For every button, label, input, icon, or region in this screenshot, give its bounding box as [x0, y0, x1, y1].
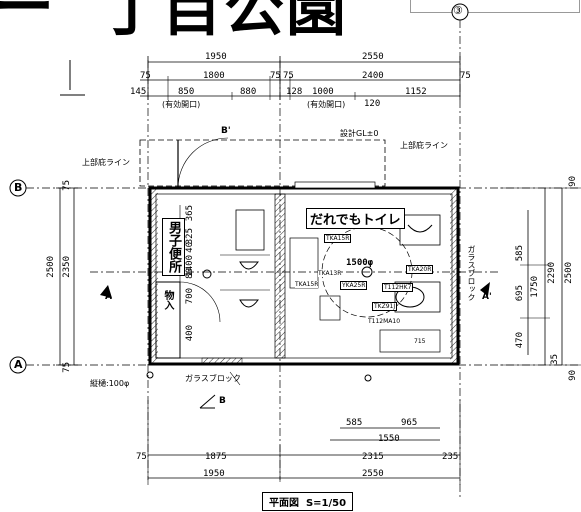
dim-left-365: 365 — [185, 205, 195, 222]
grid-axis-b-label: B — [14, 181, 23, 194]
grid-axis-3-label: ③ — [453, 4, 463, 17]
drain-label: 縦樋:100φ — [90, 379, 130, 388]
storage-label: 物入 — [162, 290, 173, 310]
dim-top-75a: 75 — [140, 71, 151, 81]
dim-top-1800: 1800 — [203, 71, 225, 81]
dim-top-128: 128 — [286, 87, 303, 97]
dim-bot-1875: 1875 — [205, 452, 227, 462]
fixture-f8: T112MA10 — [368, 318, 401, 325]
opening-left: (有効開口) — [162, 100, 201, 109]
fixture-f9: 715 — [414, 338, 426, 345]
plan-title: 平面図 S=1/50 — [262, 492, 354, 511]
everyone-toilet-label: だれでもトイレ — [306, 208, 405, 229]
dim-left-700: 700 — [185, 288, 195, 305]
section-arrow-a2 — [480, 282, 490, 296]
mens-toilet-label: 男子便所 — [162, 218, 185, 276]
title-box-corner — [410, 0, 580, 13]
dim-right-470: 470 — [515, 332, 525, 349]
dim-right-2500: 2500 — [564, 262, 574, 284]
dim-left-75bot: 75 — [62, 362, 72, 373]
a-mark-left: A — [105, 292, 112, 302]
dim-top-1950: 1950 — [205, 52, 227, 62]
dim-bot-585: 585 — [346, 418, 363, 428]
dim-top-75b: 75 — [270, 71, 281, 81]
dim-bot-75: 75 — [136, 452, 147, 462]
dim-top-2400: 2400 — [362, 71, 384, 81]
dim-top-880: 880 — [240, 87, 257, 97]
dim-top-1152: 1152 — [405, 87, 427, 97]
fixture-f3: TKA15R — [295, 281, 319, 288]
fixture-f1: TKA15R — [324, 234, 352, 243]
dim-left-2500: 2500 — [46, 256, 56, 278]
fixture-f6: T112HK7 — [382, 283, 414, 292]
opening-right: (有効開口) — [307, 100, 346, 109]
dim-top-145: 145 — [130, 87, 147, 97]
dim-right-90top: 90 — [568, 176, 578, 187]
dim-bot-235: 235 — [442, 452, 459, 462]
eave-line-left-label: 上部庇ライン — [82, 158, 130, 167]
dim-left-2350: 2350 — [62, 256, 72, 278]
dim-right-90bot: 90 — [568, 370, 578, 381]
design-gl-label: 設計GL±0 — [340, 129, 379, 138]
dim-bot-965: 965 — [401, 418, 418, 428]
dim-bot-1550: 1550 — [378, 434, 400, 444]
dim-right-695: 695 — [515, 285, 525, 302]
glass-block-right-label: ガラスブロック — [467, 245, 476, 301]
a-mark-right: A' — [482, 292, 492, 302]
section-arrow-a — [100, 285, 112, 298]
dim-left-40: 40 — [185, 242, 195, 253]
eave-line-right-label: 上部庇ライン — [400, 141, 448, 150]
dim-bot-2315: 2315 — [362, 452, 384, 462]
turning-dia-label: 1500φ — [346, 258, 374, 268]
dim-left-80: 80 — [185, 268, 195, 279]
dim-bot-2550: 2550 — [362, 469, 384, 479]
fixture-f5: YKA25R — [340, 281, 368, 290]
dim-right-585: 585 — [515, 245, 525, 262]
dim-left-75top: 75 — [62, 180, 72, 191]
fixture-f4: TKA20R — [406, 265, 434, 274]
dim-top-75c: 75 — [283, 71, 294, 81]
dim-top-75d: 75 — [460, 71, 471, 81]
title-prefix: ー — [0, 0, 54, 43]
dim-bot-1950: 1950 — [203, 469, 225, 479]
fixture-f7: TKZ91J — [372, 302, 398, 311]
dim-right-2290: 2290 — [547, 262, 557, 284]
dim-top-2550: 2550 — [362, 52, 384, 62]
dim-top-1000: 1000 — [312, 87, 334, 97]
fixture-f2: TKA13R — [318, 270, 342, 277]
grid-axis-a-label: A — [14, 358, 23, 371]
opening-right-val: 120 — [364, 99, 381, 109]
dim-right-35: 35 — [550, 354, 560, 365]
dim-top-850: 850 — [178, 87, 195, 97]
dim-left-400: 400 — [185, 325, 195, 342]
page-title: 丁目公園 — [100, 0, 348, 45]
b-mark-bottom: B — [219, 396, 226, 406]
b-mark-top: B' — [221, 126, 231, 136]
dim-right-1750: 1750 — [530, 276, 540, 298]
glass-block-bottom-label: ガラスブロック — [185, 374, 241, 383]
